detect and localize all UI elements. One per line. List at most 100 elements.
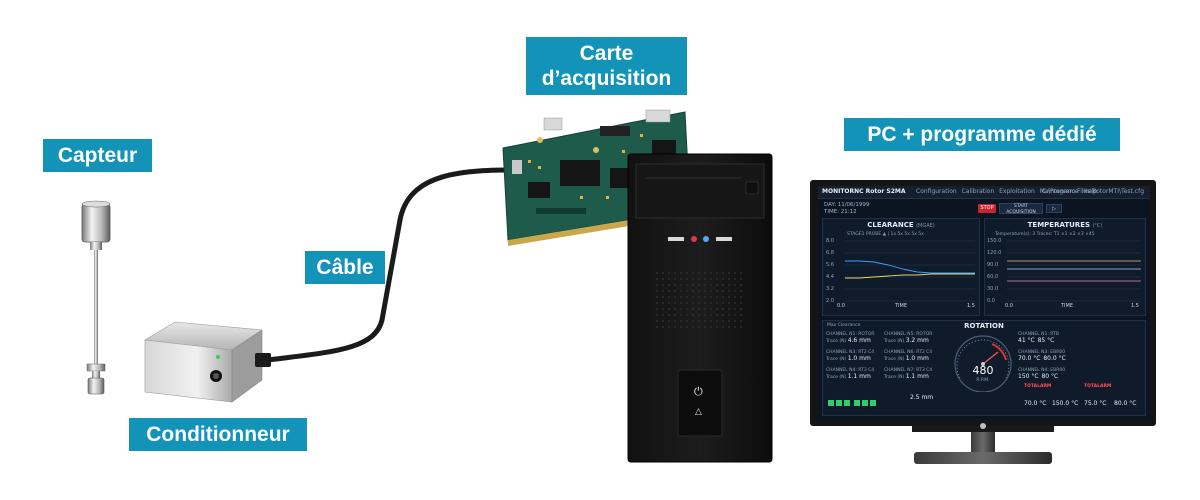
clearance-probe-row: STAGE1 PROBE ▲ | 1x 5x 5x 5x 5x <box>847 232 924 237</box>
temperature-channel-name: CHANNEL N1: RTB <box>1018 332 1059 337</box>
time-text: TIME: 21:12 <box>824 209 857 215</box>
options-button[interactable]: ▷ <box>1046 204 1062 213</box>
temp-ytick: 0.0 <box>987 298 995 304</box>
clearance-title: CLEARANCE (MGAE) <box>823 221 979 229</box>
eject-icon: △ <box>695 406 702 416</box>
temp-ytick: 90.0 <box>987 262 999 268</box>
channel-sub-label: Trace (N) <box>826 375 847 380</box>
temperature-traces <box>1007 260 1141 282</box>
temp-x-start: 0.0 <box>1005 303 1013 309</box>
stop-button[interactable]: STOP <box>978 204 996 213</box>
temperature-row: Temperature(s): 3 Traces: T1 ×1 ×2 ×3 ×4… <box>995 232 1095 237</box>
temperature-value-a: 150 °C <box>1018 373 1039 380</box>
label-carte-line1: Carte <box>579 42 634 65</box>
clearance-unit: (MGAE) <box>916 223 935 229</box>
temperature-value-b: 80.0 °C <box>1043 355 1066 362</box>
channel-name: CHANNEL N4: RT3 C4 <box>826 368 875 373</box>
channel-name: CHANNEL N1: ROTOR <box>826 332 875 337</box>
start-acquisition-button[interactable]: START ACQUISITION <box>999 203 1043 215</box>
temperatures-unit: (°C) <box>1092 223 1103 229</box>
temp-ytick: 30.0 <box>987 286 999 292</box>
channel-value: 1.1 mm <box>847 373 871 380</box>
clearance-ytick: 4.4 <box>826 274 834 280</box>
temperatures-title: TEMPERATURES (°C) <box>985 221 1145 229</box>
bottom-clearance-value: 2.5 mm <box>910 394 934 401</box>
conditioner-illustration <box>144 321 271 403</box>
temperature-value-a: 41 °C <box>1018 337 1035 344</box>
channel-name: CHANNEL N5: ROTOR <box>884 332 933 337</box>
config-path: C:\Program Files\RotorMTI\Test.cfg <box>1041 188 1144 195</box>
status-leds <box>828 394 888 406</box>
day-text: DAY: 11/06/1999 <box>824 202 870 208</box>
date-time: DAY: 11/06/1999 TIME: 21:12 <box>824 202 869 216</box>
channel-sub-label: Trace (N) <box>826 357 847 362</box>
bottom-temp-3: 75.0 °C <box>1084 400 1107 407</box>
alarm-badge-2: TOTALARM <box>1084 384 1112 389</box>
channel-name: CHANNEL N7: RT3 C4 <box>884 368 933 373</box>
channel-sub-label: Trace (N) <box>884 375 905 380</box>
temp-time-label: TIME <box>1061 303 1074 309</box>
channel-sub: Trace (N) 1.0 mm <box>826 356 874 363</box>
bottom-temp-1: 70.0 °C <box>1024 400 1047 407</box>
temperature-value-b: 85 °C <box>1037 337 1055 344</box>
app-menu[interactable]: Configuration Calibration Exploitation M… <box>916 188 1097 195</box>
app-brand: MONITORNC Rotor S2MA <box>822 188 906 195</box>
start-line1: START <box>1014 204 1028 209</box>
clearance-series-line <box>845 260 975 274</box>
temp-ytick: 120.0 <box>987 250 1002 256</box>
temperature-chart <box>1007 240 1141 302</box>
temperature-values: 70.0 °C 80.0 °C <box>1018 356 1066 363</box>
bottom-temp-2: 150.0 °C <box>1052 400 1079 407</box>
channel-value: 1.0 mm <box>905 355 929 362</box>
channel-sub: Trace (N) 1.1 mm <box>884 374 932 381</box>
channel-sub: Trace (N) 1.0 mm <box>884 356 932 363</box>
max-clearance-label: Max Clearance <box>827 323 861 328</box>
app-titlebar: MONITORNC Rotor S2MA Configuration Calib… <box>818 186 1150 199</box>
start-line2: ACQUISITION <box>1006 209 1036 215</box>
rpm-value: 480 <box>972 364 994 377</box>
temperature-values: 41 °C 85 °C <box>1018 338 1059 345</box>
channel-value: 1.0 mm <box>847 355 871 362</box>
label-carte-line2: d’acquisition <box>541 67 672 90</box>
channel-sub: Trace (N) 4.6 mm <box>826 338 874 345</box>
clearance-panel: CLEARANCE (MGAE) STAGE1 PROBE ▲ | 1x 5x … <box>822 218 980 316</box>
label-cable: Câble <box>305 251 385 284</box>
clearance-title-text: CLEARANCE <box>867 221 914 229</box>
temperature-values: 150 °C 80 °C <box>1018 374 1065 381</box>
bottom-temp-4: 80.0 °C <box>1114 400 1137 407</box>
alarm-badge-1: TOTALARM <box>1024 384 1052 389</box>
rpm-unit: R.P.M. <box>976 378 990 383</box>
clearance-x-end: 1.5 <box>967 303 975 309</box>
temp-ytick: 150.0 <box>987 238 1002 244</box>
channel-sub-label: Trace (N) <box>826 339 847 344</box>
clearance-ytick: 5.6 <box>826 262 834 268</box>
cable-illustration <box>265 167 513 363</box>
channel-value: 1.1 mm <box>905 373 929 380</box>
clearance-chart <box>845 240 975 302</box>
temp-x-end: 1.5 <box>1131 303 1139 309</box>
clearance-time-label: TIME <box>895 303 908 309</box>
temp-ytick: 60.0 <box>987 274 999 280</box>
channel-sub: Trace (N) 1.1 mm <box>826 374 874 381</box>
label-pc-programme: PC + programme dédié <box>844 118 1120 151</box>
temperature-value-b: 80 °C <box>1041 373 1059 380</box>
green-led-group <box>828 400 876 406</box>
channel-sub-label: Trace (N) <box>884 357 905 362</box>
clearance-ytick: 3.2 <box>826 286 834 292</box>
temperature-channel-name: CHANNEL N3: EBR00 <box>1018 350 1066 355</box>
channel-name: CHANNEL N6: RT2 C4 <box>884 350 933 355</box>
clearance-series-line <box>845 273 975 279</box>
channel-value: 4.6 mm <box>847 337 871 344</box>
power-icon: ⏻ <box>694 386 703 398</box>
channel-sub-label: Trace (N) <box>884 339 905 344</box>
clearance-ytick: 6.8 <box>826 250 834 256</box>
temperatures-title-text: TEMPERATURES <box>1027 221 1091 229</box>
